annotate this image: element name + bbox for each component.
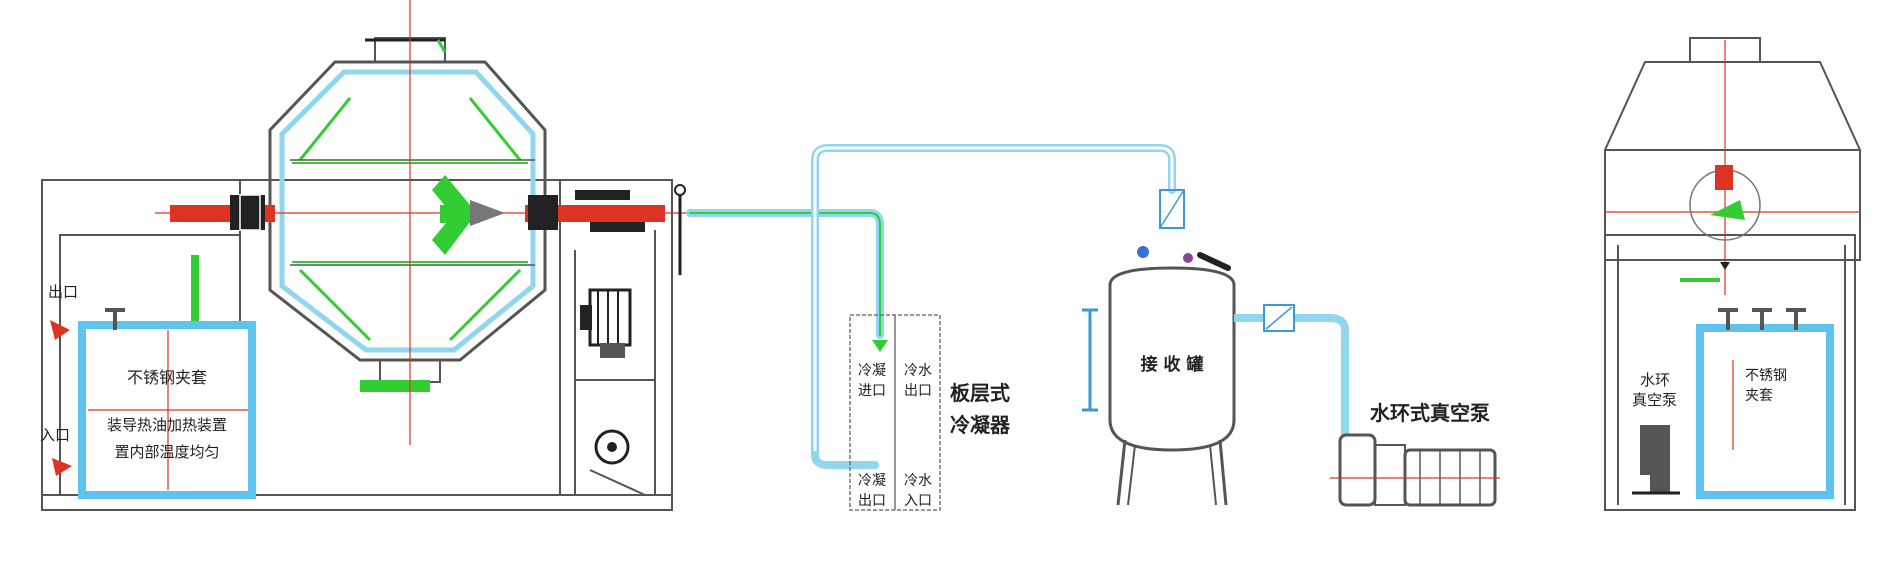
- drive-shaft: [155, 175, 690, 275]
- outlet-valve-icon: [50, 320, 70, 340]
- vacuum-pipe: [686, 144, 1176, 469]
- pump-label: 水环式真空泵: [1370, 401, 1490, 425]
- fan-icon: [589, 429, 646, 496]
- side-view-tank: [1696, 308, 1834, 499]
- side-pump-icon: [1632, 425, 1680, 495]
- plate-condenser: [849, 314, 941, 511]
- water-inlet-label-b: 入口: [904, 493, 932, 509]
- water-outlet-label-a: 冷水: [904, 363, 932, 379]
- side-label-bottom: 入口: [40, 426, 70, 444]
- side-pump-label-a: 水环: [1640, 371, 1670, 389]
- rotary-vessel: [268, 0, 547, 445]
- cond-outlet-label-a: 冷凝: [858, 473, 886, 489]
- tank-label-1: 不锈钢夹套: [127, 368, 207, 387]
- side-label-top: 出口: [48, 283, 78, 301]
- water-outlet-label-b: 出口: [904, 383, 932, 399]
- side-view-coupling: [1715, 165, 1733, 190]
- side-view-frame: [1604, 37, 1861, 511]
- vacuum-pump: [1330, 433, 1500, 507]
- receiver-label: 接 收 罐: [1141, 354, 1204, 375]
- side-view-arm: [1710, 200, 1745, 220]
- cond-outlet-label-b: 出口: [858, 493, 886, 509]
- heater-feed-pipe: [191, 255, 199, 325]
- condenser-name-2: 冷凝器: [950, 413, 1011, 437]
- tank-label-2a: 装导热油加热装置: [107, 416, 227, 434]
- inlet-valve-icon: [52, 458, 72, 476]
- motor-icon: [580, 288, 632, 358]
- cond-inlet-label-a: 冷凝: [858, 363, 886, 379]
- side-arrow-icon: [1720, 262, 1730, 270]
- oil-heater-tank: [78, 308, 256, 499]
- arrow-down-icon: [872, 340, 888, 352]
- side-tank-label-2: 夹套: [1745, 388, 1773, 404]
- side-pump-label-b: 真空泵: [1632, 391, 1677, 409]
- condenser-name-1: 板层式: [950, 381, 1010, 405]
- water-inlet-label-a: 冷水: [904, 473, 932, 489]
- pump-suction-pipe: [1234, 304, 1349, 435]
- receiver-tank: [1082, 189, 1236, 506]
- cond-inlet-label-b: 进口: [858, 383, 886, 399]
- tank-label-2b: 置内部温度均匀: [114, 443, 219, 461]
- side-tank-label-1: 不锈钢: [1745, 368, 1787, 384]
